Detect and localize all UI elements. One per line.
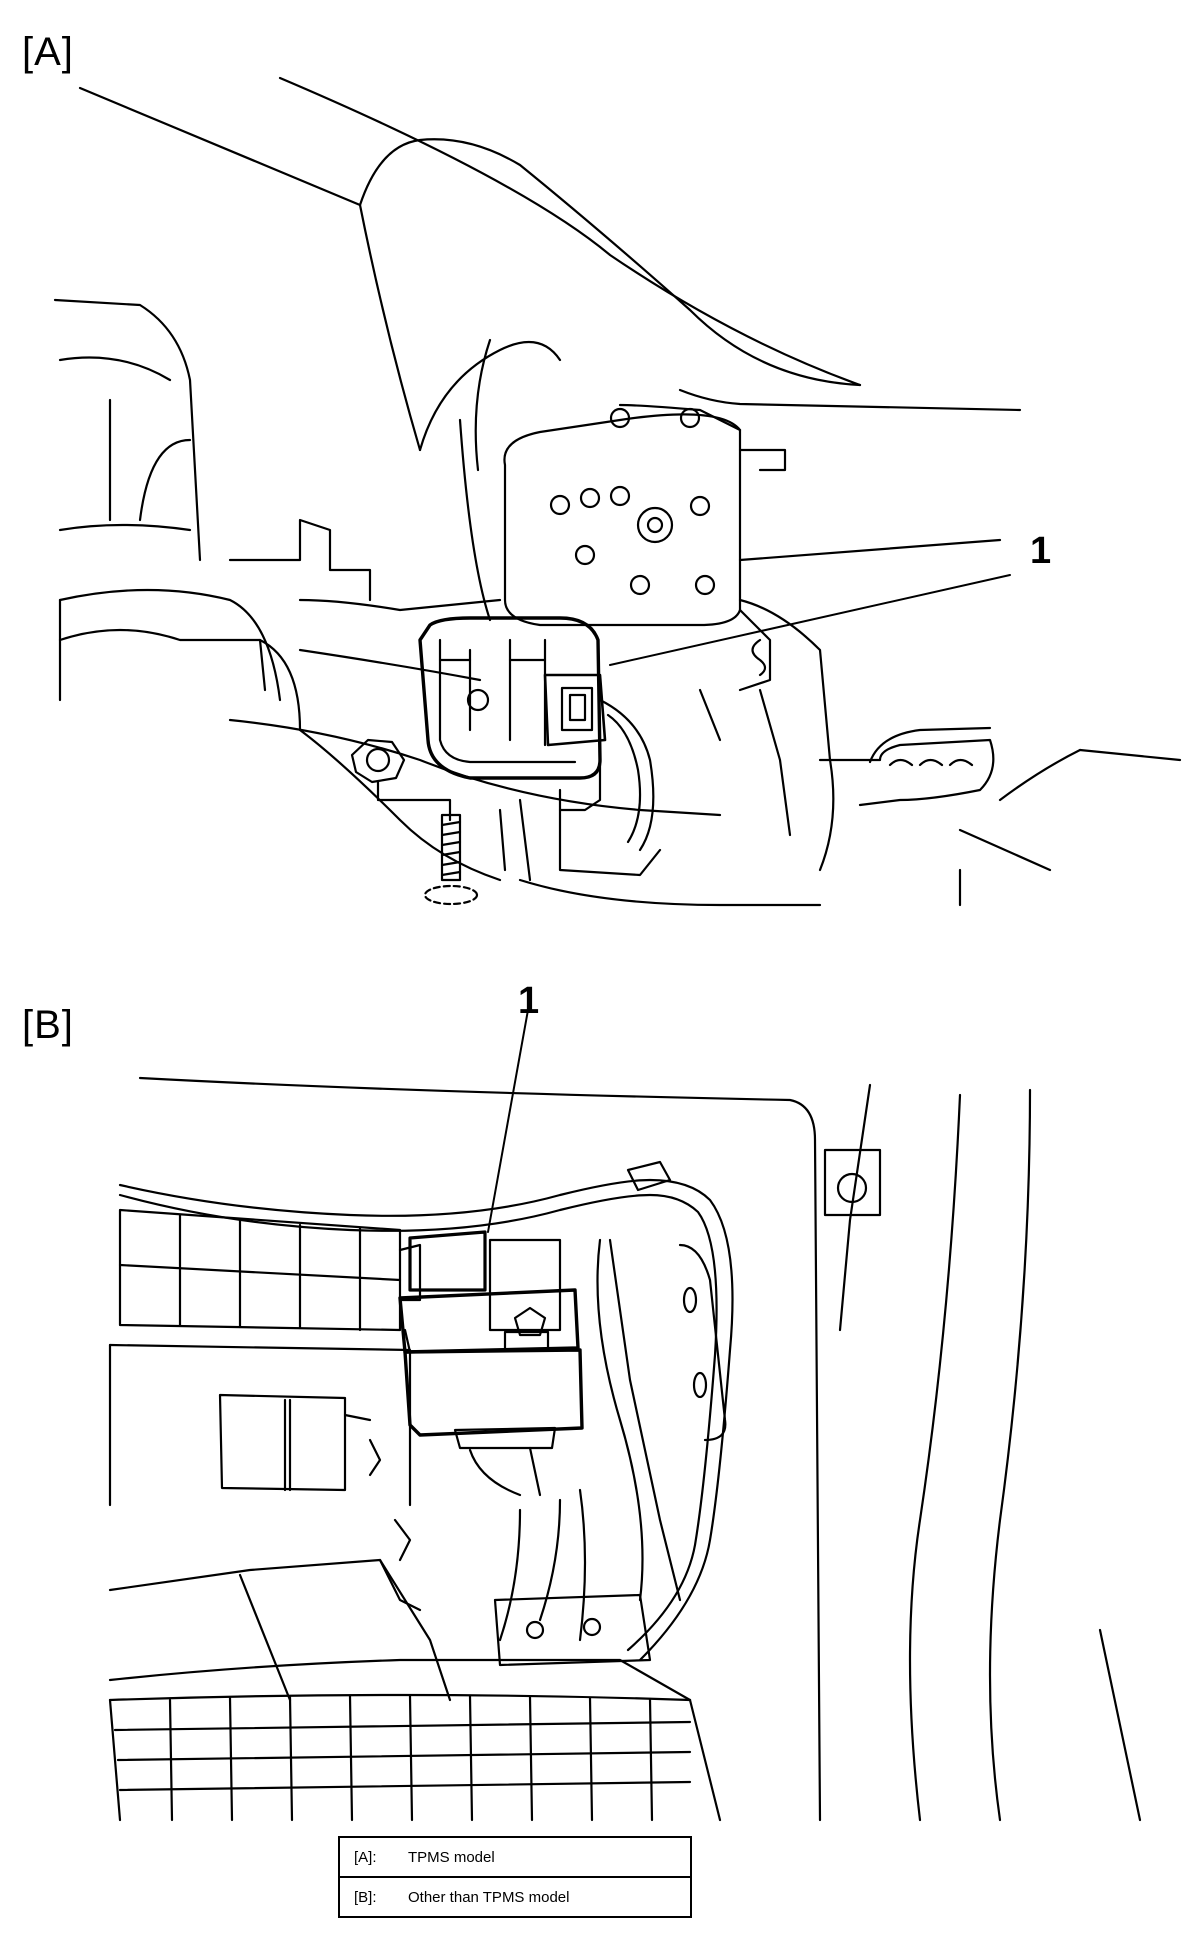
legend-value: TPMS model: [408, 1848, 495, 1866]
legend-row: [A]: TPMS model: [339, 1837, 691, 1877]
legend-value: Other than TPMS model: [400, 1876, 691, 1917]
legend-key: [B]:: [339, 1876, 400, 1917]
panel-a-illustration: [53, 76, 1182, 907]
legend-key: [A]:: [354, 1848, 377, 1866]
legend-table: [A]: TPMS model [B]: Other than TPMS mod…: [338, 1836, 692, 1918]
legend-row: [B]: Other than TPMS model: [339, 1876, 691, 1917]
panel-a-label: [A]: [22, 30, 74, 74]
callout-number-a: 1: [1030, 530, 1052, 572]
panel-b-label: [B]: [22, 1003, 74, 1047]
callout-number-b: 1: [518, 980, 540, 1022]
